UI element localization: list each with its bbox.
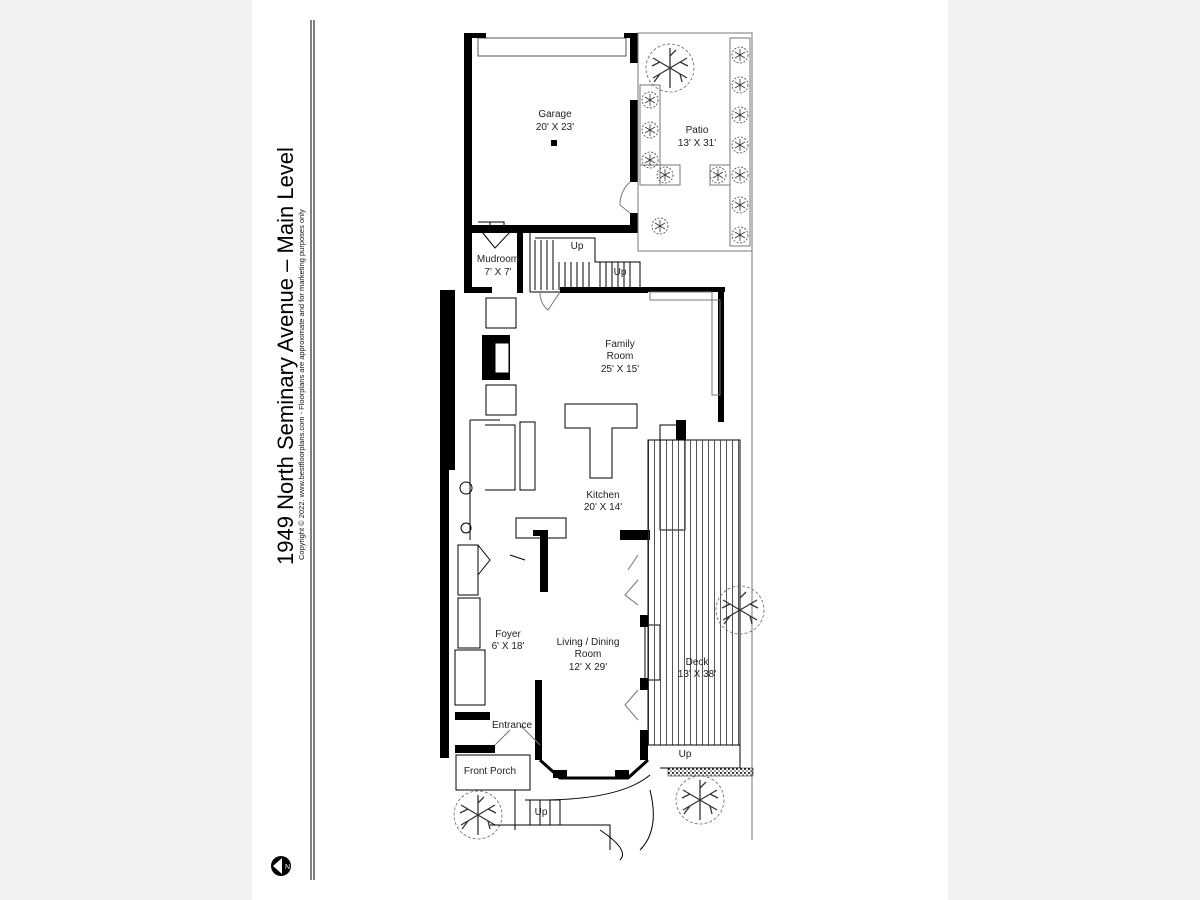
svg-text:N: N [285,864,290,871]
kitchen-size: 20' X 14' [584,502,622,513]
stairs-up-label: Up [535,807,548,818]
plan-title: 1949 North Seminary Avenue – Main Level [273,147,298,565]
garage-size: 20' X 23' [536,122,574,133]
living-dining-label-2: Room [575,649,602,660]
title-block: 1949 North Seminary Avenue – Main Level … [273,20,315,880]
floorplan-page [252,0,948,900]
front-porch-label: Front Porch [464,766,516,777]
family-room-label: Family [605,339,634,350]
patio-label: Patio [686,125,709,136]
copyright-text: Copyright © 2022. www.bestfloorplans.com… [297,209,306,560]
deck [647,410,765,840]
deck-label: Deck [686,657,710,668]
stairs-up-label: Up [571,241,584,252]
living-dining-label: Living / Dining [557,637,620,648]
mudroom [464,221,641,311]
front-walk [453,774,654,861]
mudroom-label: Mudroom [477,254,519,265]
stairs-up-label: Up [614,267,627,278]
stairs-up-label: Up [679,749,692,760]
living-dining-size: 12' X 29' [569,662,607,673]
room-labels: Garage 20' X 23' Patio 13' X 31' Mudroom… [464,109,716,818]
north-arrow-icon: N [271,856,291,876]
patio-size: 13' X 31' [678,138,716,149]
kitchen-label: Kitchen [586,490,619,501]
house-walls [440,250,753,791]
patio [637,32,753,252]
garage [464,33,638,233]
garage-label: Garage [538,109,572,120]
foyer-size: 6' X 18' [492,641,525,652]
family-room-size: 25' X 15' [601,364,639,375]
deck-size: 13' X 38' [678,669,716,680]
entrance-label: Entrance [492,720,532,731]
mudroom-size: 7' X 7' [484,267,511,278]
foyer-label: Foyer [495,629,521,640]
family-room-label-2: Room [607,351,634,362]
